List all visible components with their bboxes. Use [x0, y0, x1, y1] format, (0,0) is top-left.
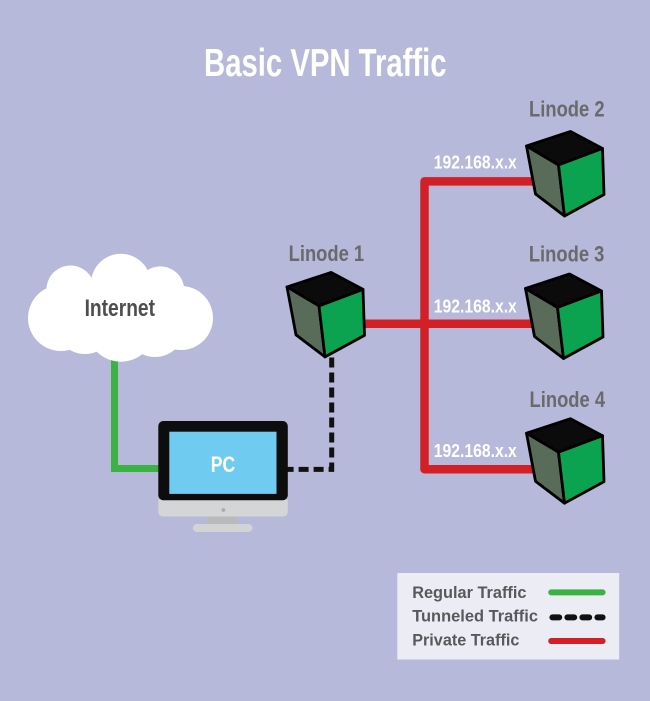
- svg-text:Basic VPN Traffic: Basic VPN Traffic: [204, 42, 447, 85]
- svg-text:Linode 4: Linode 4: [530, 387, 606, 412]
- svg-text:192.168.x.x: 192.168.x.x: [434, 441, 517, 461]
- svg-text:Linode 1: Linode 1: [289, 241, 365, 266]
- svg-text:192.168.x.x: 192.168.x.x: [434, 153, 517, 173]
- svg-text:192.168.x.x: 192.168.x.x: [434, 297, 517, 317]
- svg-text:Internet: Internet: [85, 295, 155, 322]
- svg-text:Private Traffic: Private Traffic: [412, 630, 519, 649]
- svg-text:Linode 3: Linode 3: [529, 242, 605, 267]
- svg-text:Tunneled Traffic: Tunneled Traffic: [412, 607, 538, 626]
- svg-text:Linode 2: Linode 2: [529, 96, 605, 121]
- svg-text:Regular Traffic: Regular Traffic: [412, 583, 526, 602]
- svg-text:PC: PC: [211, 452, 236, 477]
